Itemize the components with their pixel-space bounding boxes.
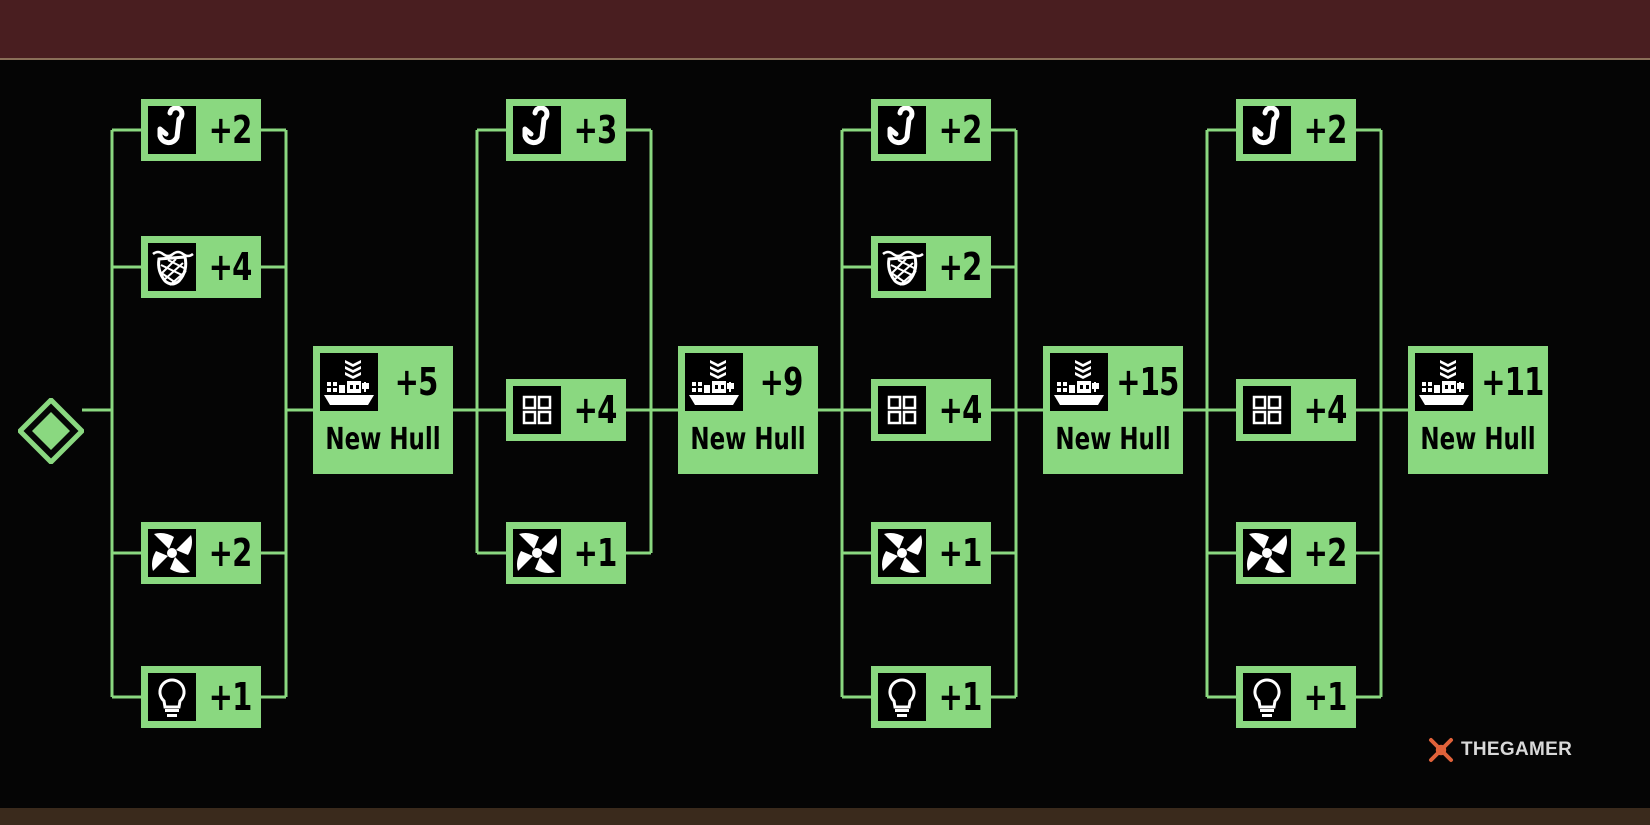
- upgrade-value: +4: [208, 245, 253, 289]
- upgrade-value: +1: [208, 675, 253, 719]
- upgrade-value: +1: [573, 531, 618, 575]
- upgrade-node-fishing-hook[interactable]: +2: [1236, 99, 1356, 161]
- hull-value: +9: [759, 360, 804, 404]
- upgrade-node-fishing-hook[interactable]: +2: [871, 99, 991, 161]
- upgrade-node-cargo-grid[interactable]: +4: [506, 379, 626, 441]
- light-bulb-icon: [878, 673, 926, 721]
- bottom-strip: [0, 808, 1650, 825]
- upgrade-node-engine-fan[interactable]: +2: [141, 522, 261, 584]
- upgrade-value: +2: [1303, 531, 1348, 575]
- upgrade-node-engine-fan[interactable]: +2: [1236, 522, 1356, 584]
- upgrade-node-engine-fan[interactable]: +1: [871, 522, 991, 584]
- light-bulb-icon: [148, 673, 196, 721]
- upgrade-value: +4: [1303, 388, 1348, 432]
- upgrade-node-fishing-hook[interactable]: +2: [141, 99, 261, 161]
- upgrade-value: +2: [938, 245, 983, 289]
- hull-value: +5: [394, 360, 439, 404]
- trawl-net-icon: [878, 243, 926, 291]
- cargo-grid-icon: [513, 386, 561, 434]
- upgrade-value: +2: [208, 108, 253, 152]
- watermark: THEGAMER: [1425, 734, 1572, 766]
- upgrade-node-trawl-net[interactable]: +2: [871, 236, 991, 298]
- ship-hull-icon: [320, 353, 378, 411]
- upgrade-node-light-bulb[interactable]: +1: [1236, 666, 1356, 728]
- upgrade-node-light-bulb[interactable]: +1: [871, 666, 991, 728]
- upgrade-node-light-bulb[interactable]: +1: [141, 666, 261, 728]
- hull-value: +11: [1481, 360, 1544, 404]
- cargo-grid-icon: [1243, 386, 1291, 434]
- watermark-text: THEGAMER: [1461, 739, 1573, 760]
- upgrade-value: +2: [938, 108, 983, 152]
- ship-hull-icon: [685, 353, 743, 411]
- hull-label: New Hull: [1055, 422, 1171, 457]
- hull-label: New Hull: [1420, 422, 1536, 457]
- upgrade-value: +4: [938, 388, 983, 432]
- fishing-hook-icon: [878, 106, 926, 154]
- upgrade-value: +4: [573, 388, 618, 432]
- hull-label: New Hull: [690, 422, 806, 457]
- upgrade-value: +1: [1303, 675, 1348, 719]
- upgrade-value: +2: [1303, 108, 1348, 152]
- engine-fan-icon: [878, 529, 926, 577]
- upgrade-node-cargo-grid[interactable]: +4: [1236, 379, 1356, 441]
- upgrade-node-cargo-grid[interactable]: +4: [871, 379, 991, 441]
- hull-value: +15: [1116, 360, 1179, 404]
- trawl-net-icon: [148, 243, 196, 291]
- upgrade-value: +3: [573, 108, 618, 152]
- fishing-hook-icon: [148, 106, 196, 154]
- upgrade-node-trawl-net[interactable]: +4: [141, 236, 261, 298]
- upgrade-value: +1: [938, 531, 983, 575]
- light-bulb-icon: [1243, 673, 1291, 721]
- cargo-grid-icon: [878, 386, 926, 434]
- top-banner: [0, 0, 1650, 60]
- fishing-hook-icon: [1243, 106, 1291, 154]
- diamond-start-icon: [16, 396, 86, 466]
- engine-fan-icon: [513, 529, 561, 577]
- ship-hull-icon: [1050, 353, 1108, 411]
- engine-fan-icon: [1243, 529, 1291, 577]
- fishing-hook-icon: [513, 106, 561, 154]
- hull-label: New Hull: [325, 422, 441, 457]
- ship-hull-icon: [1415, 353, 1473, 411]
- upgrade-value: +1: [938, 675, 983, 719]
- upgrade-node-fishing-hook[interactable]: +3: [506, 99, 626, 161]
- upgrade-value: +2: [208, 531, 253, 575]
- upgrade-node-engine-fan[interactable]: +1: [506, 522, 626, 584]
- thegamer-logo-icon: [1429, 738, 1453, 762]
- engine-fan-icon: [148, 529, 196, 577]
